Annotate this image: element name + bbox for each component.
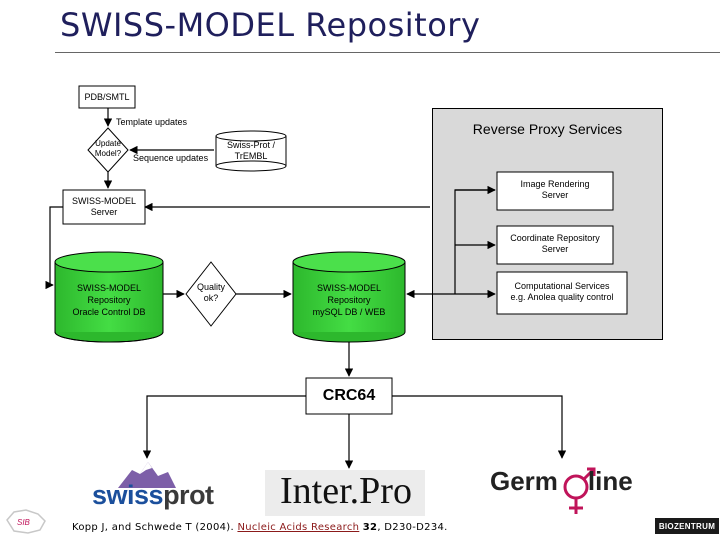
sequence-updates-label: Sequence updates xyxy=(133,153,209,163)
update-model-label: Update Model? xyxy=(94,139,122,158)
swissprot-label: Swiss-Prot / TrEMBL xyxy=(226,140,275,161)
computational-services-label: Computational Services e.g. Anolea quali… xyxy=(510,281,614,302)
swissprot-logo-swiss: swiss xyxy=(92,480,164,510)
mysql-db-cylinder xyxy=(292,251,406,343)
coordinate-repository-label: Coordinate Repository Server xyxy=(510,233,600,254)
quality-label: Quality ok? xyxy=(196,282,225,303)
swissprot-cylinder xyxy=(215,130,287,172)
pdb-smtl-box xyxy=(78,85,136,109)
reverse-proxy-title: Reverse Proxy Services xyxy=(472,121,623,137)
germonline-logo-line: line xyxy=(587,466,633,496)
swissprot-logo: swissprot xyxy=(92,480,214,511)
computational-services-box xyxy=(496,271,628,315)
title-divider xyxy=(55,52,720,53)
oracle-db-label: SWISS-MODEL Repository Oracle Control DB xyxy=(72,283,146,317)
coordinate-repository-box xyxy=(496,225,614,265)
citation-pages: , D230-D234. xyxy=(377,522,448,533)
germonline-symbol-icon xyxy=(563,467,596,514)
mysql-db-label: SWISS-MODEL Repository mySQL DB / WEB xyxy=(312,283,386,317)
sib-logo-text: SIB xyxy=(17,518,31,527)
swiss-model-server-box xyxy=(62,189,146,225)
page-title: SWISS-MODEL Repository xyxy=(60,6,481,44)
germonline-logo: Germ line xyxy=(490,466,633,497)
citation-authors: Kopp J, and Schwede T (2004). xyxy=(72,522,238,533)
image-rendering-box xyxy=(496,171,614,211)
germonline-logo-germ: Germ xyxy=(490,466,558,496)
citation: Kopp J, and Schwede T (2004). Nucleic Ac… xyxy=(72,522,448,533)
crc64-label: CRC64 xyxy=(322,387,376,404)
image-rendering-label: Image Rendering Server xyxy=(520,179,590,200)
citation-volume: 32 xyxy=(362,522,378,533)
sib-logo: SIB xyxy=(6,509,46,534)
biozentrum-logo: BIOZENTRUM xyxy=(655,518,719,534)
interpro-backdrop xyxy=(265,470,425,516)
oracle-db-cylinder xyxy=(54,251,164,343)
swissprot-logo-prot: prot xyxy=(163,480,214,510)
template-updates-label: Template updates xyxy=(116,117,188,127)
swissprot-mountain-icon xyxy=(118,462,176,488)
quality-diamond xyxy=(185,261,237,327)
server-label: SWISS-MODEL Server xyxy=(71,196,136,217)
crc64-box xyxy=(305,377,393,415)
interpro-logo: Inter.Pro xyxy=(280,470,412,512)
pdb-smtl-label: PDB/SMTL xyxy=(84,92,130,102)
citation-journal-link[interactable]: Nucleic Acids Research xyxy=(237,522,360,533)
